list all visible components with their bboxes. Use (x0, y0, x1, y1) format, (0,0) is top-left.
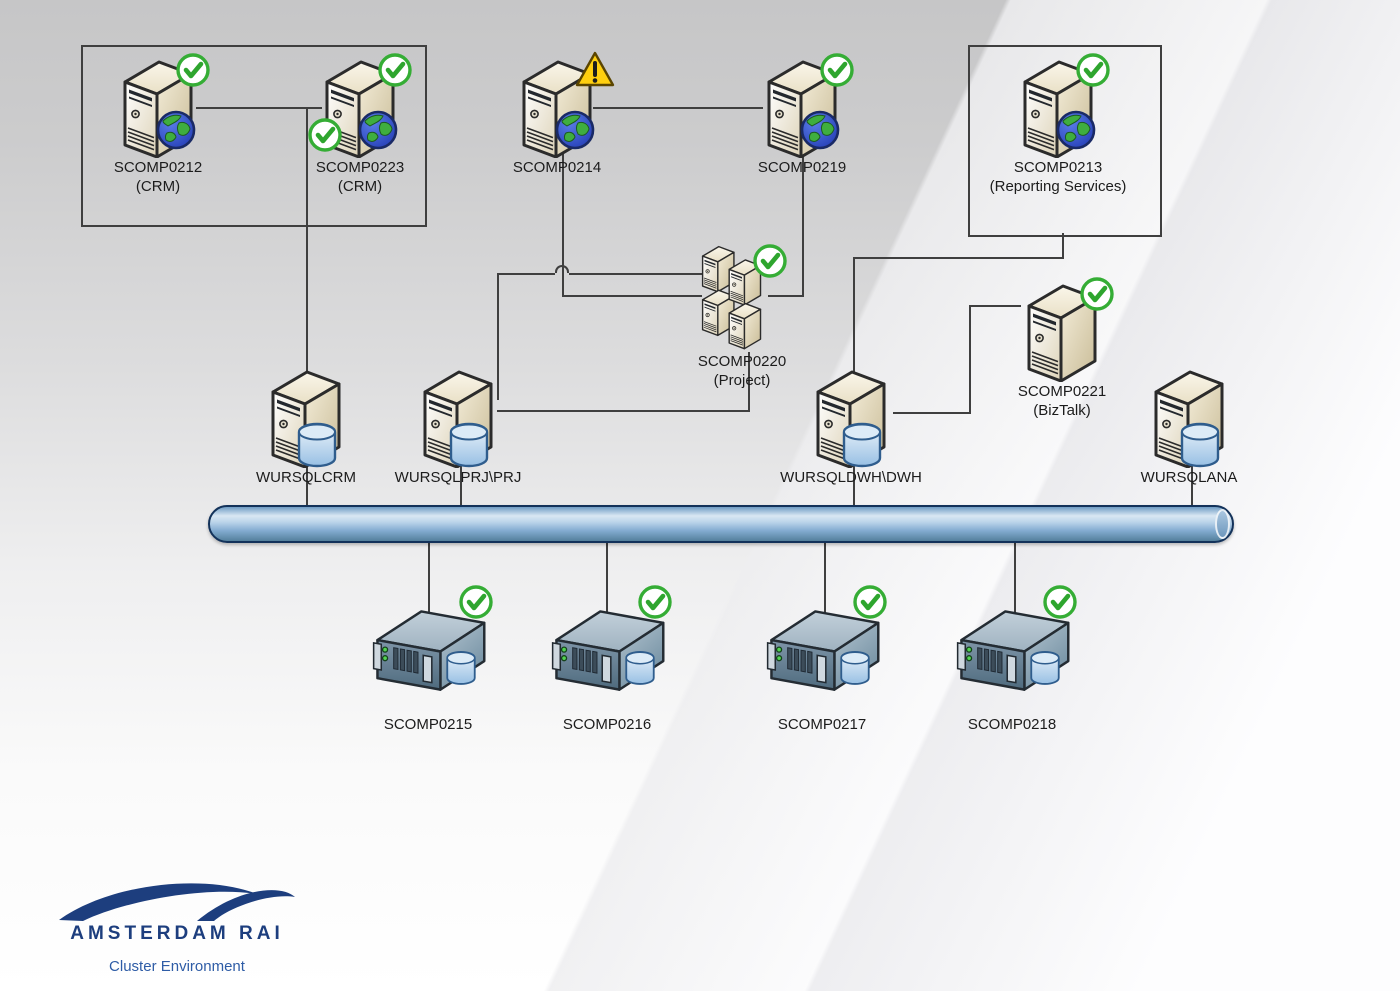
status-ok-icon (637, 584, 673, 620)
connector-line (853, 257, 1064, 259)
server-node-wursqlprj[interactable]: WURSQLPRJ\PRJ (373, 362, 543, 487)
server-label: WURSQLDWH\DWH (780, 469, 922, 486)
server-sublabel: (CRM) (337, 178, 383, 195)
diagram-caption: Cluster Environment (109, 958, 245, 975)
server-label: SCOMP0218 (967, 716, 1057, 733)
connector-hop (555, 265, 569, 273)
server-label: WURSQLCRM (256, 469, 356, 486)
server-node-scomp0217[interactable]: SCOMP0217 (737, 600, 907, 734)
status-ok-icon (307, 117, 343, 153)
connector-line (306, 107, 308, 508)
connector-line (562, 295, 702, 297)
server-label: SCOMP0213 (1013, 159, 1103, 176)
status-ok-icon (752, 243, 788, 279)
connector-line (802, 145, 804, 295)
server-label: SCOMP0217 (777, 716, 867, 733)
server-label: SCOMP0221 (1017, 383, 1107, 400)
web-globe-icon (555, 110, 595, 150)
server-node-scomp0214[interactable]: SCOMP0214 (472, 51, 642, 177)
connector-line (969, 305, 1021, 307)
server-node-wursqldwh[interactable]: WURSQLDWH\DWH (766, 362, 936, 487)
server-label: SCOMP0223 (315, 159, 405, 176)
server-node-scomp0223[interactable]: SCOMP0223 (CRM) (275, 52, 445, 196)
connector-line (497, 273, 555, 275)
connector-line (768, 295, 804, 297)
web-globe-icon (1056, 110, 1096, 150)
status-warning-icon (575, 51, 615, 87)
connector-line (824, 543, 826, 614)
server-sublabel: (Project) (713, 372, 771, 389)
server-node-scomp0215[interactable]: SCOMP0215 (343, 600, 513, 734)
status-ok-icon (175, 52, 211, 88)
status-ok-icon (819, 52, 855, 88)
web-globe-icon (800, 110, 840, 150)
database-cylinder-icon (449, 422, 489, 468)
web-globe-icon (358, 110, 398, 150)
server-node-scomp0216[interactable]: SCOMP0216 (522, 600, 692, 734)
database-cylinder-icon (1180, 422, 1220, 468)
server-label: SCOMP0216 (562, 716, 652, 733)
connector-line (1191, 466, 1193, 508)
server-node-scomp0218[interactable]: SCOMP0218 (927, 600, 1097, 734)
network-bus-pipe (208, 505, 1234, 543)
logo-swoosh-icon (59, 883, 295, 921)
reporting-cluster-box (968, 45, 1162, 237)
server-label: SCOMP0215 (383, 716, 473, 733)
server-node-scomp0220[interactable]: SCOMP0220 (Project) (657, 240, 827, 390)
server-node-scomp0219[interactable]: SCOMP0219 (717, 52, 887, 177)
connector-line (606, 543, 608, 614)
status-ok-icon (377, 52, 413, 88)
server-node-scomp0221[interactable]: SCOMP0221 (BizTalk) (977, 276, 1147, 420)
connector-line (497, 410, 750, 412)
connector-line (196, 107, 322, 109)
server-node-wursqlana[interactable]: WURSQLANA (1104, 362, 1274, 487)
connector-line (497, 273, 499, 400)
web-globe-icon (156, 110, 196, 150)
connector-line (1062, 233, 1064, 259)
pipe-end-cap (1215, 509, 1230, 539)
connector-line (593, 107, 763, 109)
connector-line (569, 273, 702, 275)
connector-line (460, 466, 462, 508)
database-cylinder-icon (297, 422, 337, 468)
server-label: WURSQLANA (1140, 469, 1238, 486)
connector-line (1014, 543, 1016, 614)
status-ok-icon (852, 584, 888, 620)
crm-cluster-box (81, 45, 427, 227)
status-ok-icon (1079, 276, 1115, 312)
server-node-scomp0213[interactable]: SCOMP0213 (Reporting Services) (973, 52, 1143, 196)
status-ok-icon (1075, 52, 1111, 88)
status-ok-icon (458, 584, 494, 620)
server-node-wursqlcrm[interactable]: WURSQLCRM (221, 362, 391, 487)
server-sublabel: (CRM) (135, 178, 181, 195)
connector-line (428, 543, 430, 614)
server-sublabel: (Reporting Services) (989, 178, 1127, 195)
brand-logo: AMSTERDAM RAI Cluster Environment (52, 878, 302, 975)
connector-line (969, 305, 971, 414)
server-label: SCOMP0212 (113, 159, 203, 176)
connector-line (893, 412, 971, 414)
status-ok-icon (1042, 584, 1078, 620)
server-label: WURSQLPRJ\PRJ (394, 469, 522, 486)
database-cylinder-icon (842, 422, 882, 468)
brand-name: AMSTERDAM RAI (70, 923, 284, 944)
server-label: SCOMP0219 (757, 159, 847, 176)
server-node-scomp0212[interactable]: SCOMP0212 (CRM) (73, 52, 243, 196)
server-label: SCOMP0214 (512, 159, 602, 176)
connector-line (748, 352, 750, 412)
server-sublabel: (BizTalk) (1033, 402, 1091, 419)
connector-line (562, 145, 564, 297)
server-label: SCOMP0220 (697, 353, 787, 370)
